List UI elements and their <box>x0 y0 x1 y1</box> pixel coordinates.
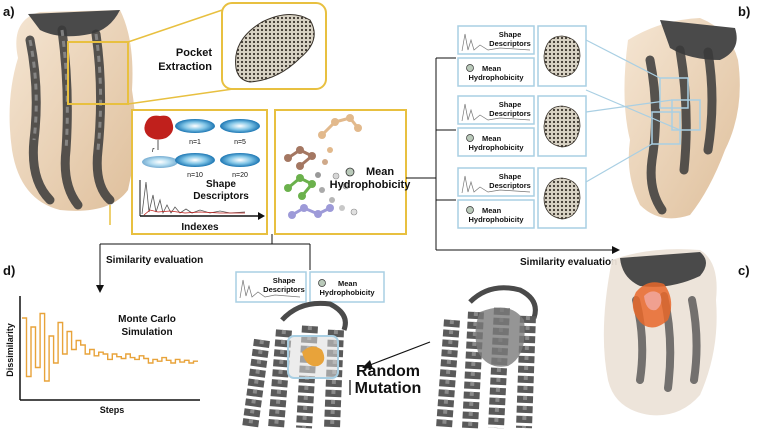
pocket-mesh <box>235 14 315 83</box>
descriptor-spectrum <box>139 180 265 220</box>
bottom-hydro-icon <box>318 279 326 287</box>
helix-bundle-right <box>436 285 538 429</box>
card-shape-label-2: Descriptors <box>489 39 531 48</box>
random-mutation-label-2: Mutation <box>355 380 422 397</box>
hydro-label-1: Mean <box>366 166 394 178</box>
hydro-label-2: Hydrophobicity <box>330 179 412 191</box>
n-label-20: n=20 <box>232 172 248 179</box>
zoom-lines-right <box>585 39 681 183</box>
panel-label-c: c) <box>738 263 750 278</box>
pocket-mesh-icon <box>543 35 581 78</box>
bottom-shape-label-1: Shape <box>273 276 296 285</box>
mutation-arrows <box>349 341 431 395</box>
card-hydro-label-2: Hydrophobicity <box>468 215 524 224</box>
n-label-5: n=5 <box>234 139 246 146</box>
bottom-branch <box>99 234 311 285</box>
panel-label-d: d) <box>3 263 15 278</box>
zernike-disk-5 <box>220 119 260 133</box>
zernike-disk-base <box>142 156 178 168</box>
zoom-line-bottom <box>127 87 241 105</box>
arrow-down <box>96 285 104 293</box>
dotted-path <box>315 147 358 216</box>
branch-lines <box>406 57 612 251</box>
arrow-right <box>612 246 620 254</box>
mc-plot <box>19 296 200 401</box>
protein-b <box>624 18 740 219</box>
panel-label-b: b) <box>738 4 750 19</box>
red-pocket-icon <box>144 115 174 150</box>
n-label-10: n=10 <box>187 172 203 179</box>
monte-carlo-label-1: Monte Carlo <box>118 314 176 325</box>
similarity-eval-left: Similarity evaluation <box>106 255 203 266</box>
card-shape-label-1: Shape <box>499 100 522 109</box>
hydro-marker-icon <box>345 167 355 177</box>
descriptor-cards: ShapeDescriptorsMeanHydrophobicityShapeD… <box>457 25 587 229</box>
residue-balls <box>284 114 362 219</box>
shape-label-1: Shape <box>206 179 236 190</box>
mc-trace <box>22 312 198 382</box>
card-hydro-icon <box>466 64 474 72</box>
dissimilarity-axis-label: Dissimilarity <box>5 323 15 377</box>
card-shape-label-2: Descriptors <box>489 181 531 190</box>
random-mutation-label-1: Random <box>356 363 420 380</box>
card-hydro-label-1: Mean <box>482 206 502 215</box>
bottom-descriptor-card: Shape Descriptors Mean Hydrophobicity <box>235 271 385 303</box>
mutation-site-pocket <box>302 346 325 367</box>
similarity-eval-right: Similarity evaluation <box>520 257 617 268</box>
pocket-mesh-icon <box>543 177 581 220</box>
card-hydro-icon <box>466 206 474 214</box>
steps-axis-label: Steps <box>100 405 125 415</box>
zernike-disk-10 <box>175 153 215 167</box>
monte-carlo-label-2: Simulation <box>121 327 172 338</box>
card-hydro-label-2: Hydrophobicity <box>468 73 524 82</box>
radius-label: r <box>152 147 155 154</box>
zernike-disk-20 <box>220 153 260 167</box>
helix-bundle-left <box>242 300 348 430</box>
bottom-hydro-label-2: Hydrophobicity <box>319 288 375 297</box>
pocket-mesh-icon <box>543 105 581 148</box>
pocket-highlight-box <box>67 41 129 105</box>
card-shape-label-1: Shape <box>499 30 522 39</box>
bottom-hydro-label-1: Mean <box>338 279 358 288</box>
card-shape-label-2: Descriptors <box>489 109 531 118</box>
mutation-arrowhead <box>362 360 373 369</box>
n-label-1: n=1 <box>189 139 201 146</box>
card-hydro-label-2: Hydrophobicity <box>468 143 524 152</box>
pocket-extraction-label-1: Pocket <box>176 47 212 59</box>
bottom-shape-label-2: Descriptors <box>263 285 305 294</box>
zernike-disk-1 <box>175 119 215 133</box>
protein-c <box>603 249 717 416</box>
pocket-extraction-label-2: Extraction <box>158 61 212 73</box>
shape-label-2: Descriptors <box>193 191 249 202</box>
card-shape-label-1: Shape <box>499 172 522 181</box>
card-hydro-label-1: Mean <box>482 134 502 143</box>
panel-label-a: a) <box>3 4 15 19</box>
protein-a <box>9 10 136 211</box>
card-hydro-label-1: Mean <box>482 64 502 73</box>
protein-b-highlight-boxes <box>651 77 701 145</box>
card-hydro-icon <box>466 134 474 142</box>
indexes-label: Indexes <box>181 222 219 233</box>
